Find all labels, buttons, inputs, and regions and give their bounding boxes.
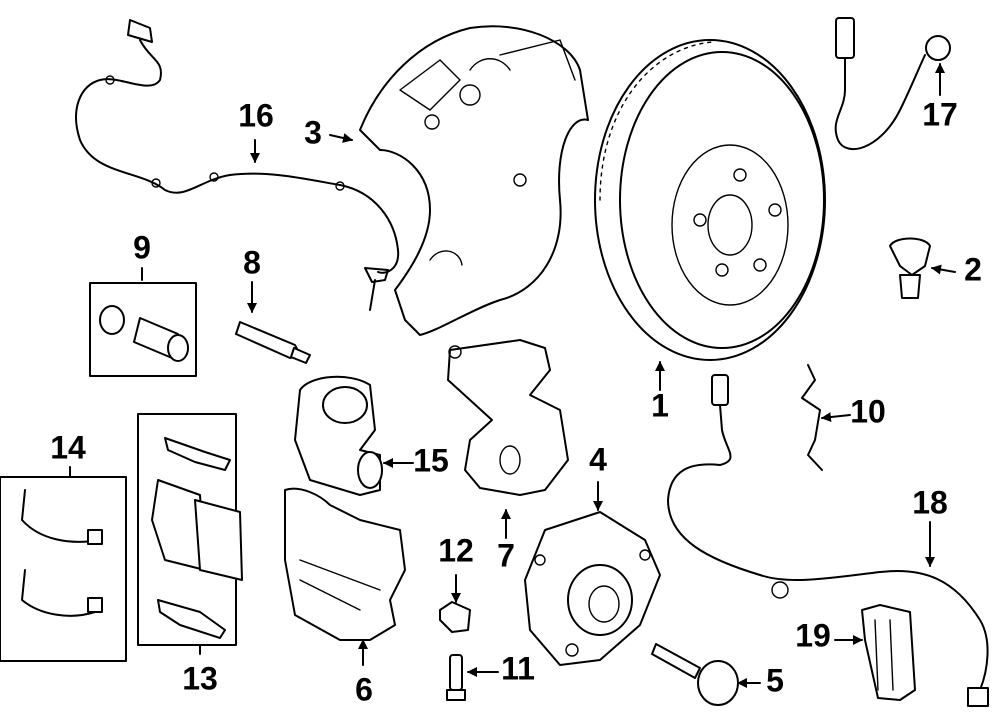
label-12: 12 — [438, 532, 474, 568]
label-9: 9 — [133, 229, 151, 265]
label-10: 10 — [850, 393, 886, 429]
label-5: 5 — [766, 662, 784, 698]
part-17-wear-sensor — [834, 17, 951, 151]
part-9-boot-kit — [89, 282, 197, 377]
label-17: 17 — [922, 96, 958, 132]
label-14: 14 — [50, 429, 86, 465]
part-13-brake-pads — [137, 413, 243, 646]
label-2: 2 — [964, 251, 982, 287]
part-7-caliper-bracket — [447, 339, 569, 496]
part-16-abs-sensor-wire — [75, 19, 400, 311]
part-2-nut — [889, 237, 931, 299]
label-7: 7 — [497, 537, 515, 573]
part-18-abs-wire-rear — [667, 374, 989, 707]
part-4-hub-bearing — [524, 511, 661, 666]
part-5-wheel-stud — [651, 643, 739, 706]
callout-labels: 16 3 17 2 8 9 1 10 15 4 7 18 14 12 19 6 … — [50, 96, 982, 707]
part-3-dust-shield — [359, 25, 589, 336]
label-3: 3 — [304, 114, 322, 150]
label-1: 1 — [651, 387, 669, 423]
label-19: 19 — [795, 617, 831, 653]
label-6: 6 — [355, 671, 373, 707]
part-14-wear-sensors — [0, 476, 127, 662]
part-15-parking-brake-motor — [294, 375, 383, 496]
part-6-caliper — [284, 487, 406, 641]
label-15: 15 — [413, 442, 449, 478]
part-1-brake-rotor — [594, 39, 826, 361]
part-10-clip — [801, 364, 823, 471]
label-4: 4 — [589, 441, 607, 477]
label-13: 13 — [182, 660, 218, 696]
label-11: 11 — [501, 650, 535, 686]
label-18: 18 — [912, 484, 948, 520]
label-16: 16 — [238, 97, 274, 133]
part-11-sensor — [446, 654, 466, 701]
part-8-guide-pin — [235, 321, 311, 364]
leader-lines — [69, 63, 956, 688]
part-19-bracket — [861, 604, 916, 701]
label-8: 8 — [243, 244, 261, 280]
part-12-bleeder — [439, 601, 471, 633]
